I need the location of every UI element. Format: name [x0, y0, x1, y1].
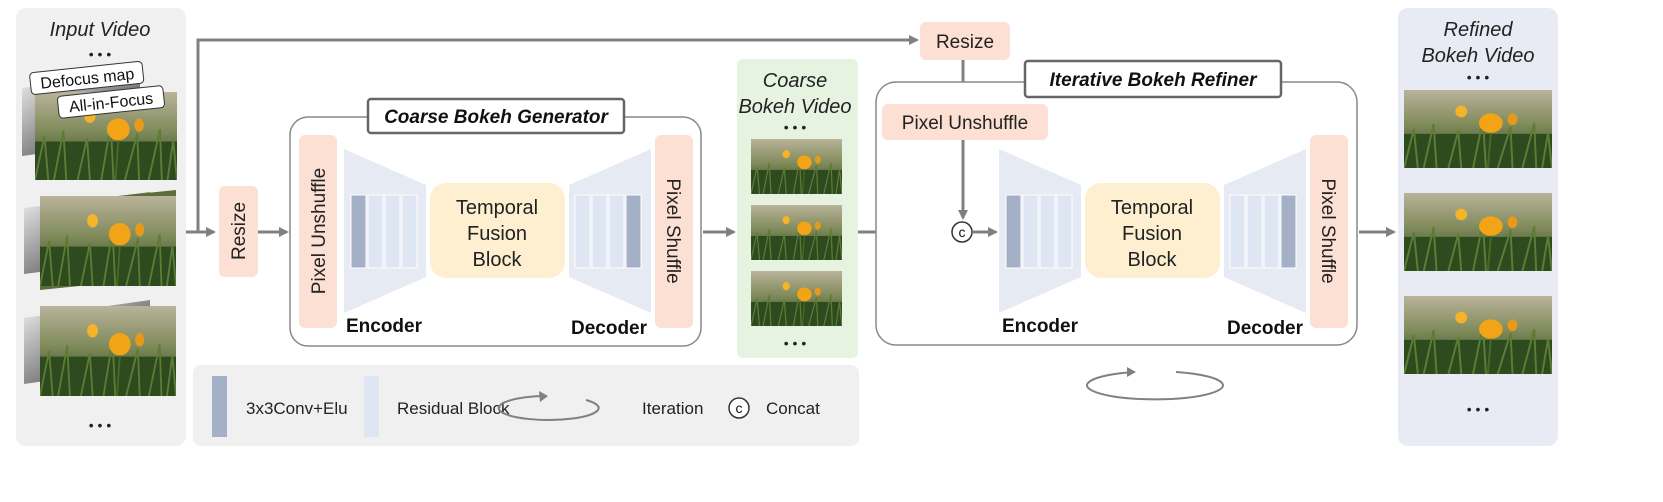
pixel-unshuffle-block	[299, 135, 337, 328]
temporal-fusion-block	[430, 183, 565, 278]
tfb-line1: Temporal	[456, 197, 538, 219]
coarse-video-title-1: Coarse	[763, 70, 827, 92]
resize-left-label: Resize	[229, 202, 250, 260]
refiner-pixel-shuffle-label: Pixel Shuffle	[1317, 178, 1338, 283]
pixel-unshuffle-label: Pixel Unshuffle	[309, 168, 330, 294]
pixel-shuffle-label: Pixel Shuffle	[662, 178, 683, 283]
refined-dots-bottom: • • •	[1467, 401, 1490, 417]
input-frame-stack-1: Defocus map All-in-Focus	[22, 60, 177, 180]
tfb-line3: Block	[473, 249, 523, 271]
concat-symbol: c	[959, 224, 966, 240]
refiner-title-box	[1023, 59, 1283, 99]
resize-block-left	[219, 186, 258, 277]
refiner-decoder-label: Decoder	[1227, 318, 1304, 339]
refiner-pixel-shuffle-block	[1310, 135, 1348, 328]
tfb-line2: Fusion	[467, 223, 527, 245]
resize-block-top	[920, 22, 1010, 60]
input-dots-top: • • •	[89, 46, 112, 62]
refiner-tfb-line1: Temporal	[1111, 197, 1193, 219]
refiner-encoder-blocks	[1005, 194, 1073, 269]
refiner-pixel-unshuffle-label: Pixel Unshuffle	[902, 113, 1028, 134]
refiner-decoder-blocks	[1229, 194, 1297, 269]
coarse-dots-bottom: • • •	[784, 335, 807, 351]
legend-iteration-label: Iteration	[642, 399, 703, 418]
encoder-label: Encoder	[346, 316, 423, 337]
input-video-title: Input Video	[50, 19, 151, 41]
refiner-encoder-label: Encoder	[1002, 316, 1079, 337]
coarse-dots-top: • • •	[784, 119, 807, 135]
refined-dots-top: • • •	[1467, 69, 1490, 85]
legend-concat-label: Concat	[766, 399, 820, 418]
input-frame-stack-2	[24, 190, 176, 290]
coarse-video-title-2: Bokeh Video	[738, 96, 851, 118]
decoder-label: Decoder	[571, 318, 648, 339]
pixel-shuffle-block	[655, 135, 693, 328]
refined-title-2: Bokeh Video	[1421, 45, 1534, 67]
coarse-generator-title: Coarse Bokeh Generator	[384, 107, 609, 128]
refiner-title: Iterative Bokeh Refiner	[1050, 70, 1259, 91]
legend-concat-symbol: c	[736, 400, 743, 416]
legend-concat-icon	[728, 397, 750, 419]
coarse-generator-title-box	[366, 97, 626, 135]
legend-conv-swatch	[212, 376, 227, 437]
decoder-blocks	[574, 194, 642, 269]
input-frame-stack-3	[24, 300, 176, 396]
refiner-tfb-line3: Block	[1128, 249, 1178, 271]
refiner-tfb-line2: Fusion	[1122, 223, 1182, 245]
legend-residual-swatch	[364, 376, 379, 437]
coarse-frames	[751, 139, 842, 326]
refined-title-1: Refined	[1444, 19, 1514, 41]
legend-iteration-icon	[497, 391, 600, 421]
legend-conv-label: 3x3Conv+Elu	[246, 399, 348, 418]
resize-top-label: Resize	[936, 32, 994, 53]
encoder-blocks	[350, 194, 418, 269]
iteration-loop-icon	[1086, 367, 1224, 401]
refiner-pixel-unshuffle-block	[882, 104, 1048, 140]
refined-frames	[1404, 90, 1552, 374]
refiner-temporal-fusion-block	[1085, 183, 1220, 278]
legend-residual-label: Residual Block	[397, 399, 510, 418]
legend-panel	[193, 365, 859, 446]
input-dots-bottom: • • •	[89, 417, 112, 433]
